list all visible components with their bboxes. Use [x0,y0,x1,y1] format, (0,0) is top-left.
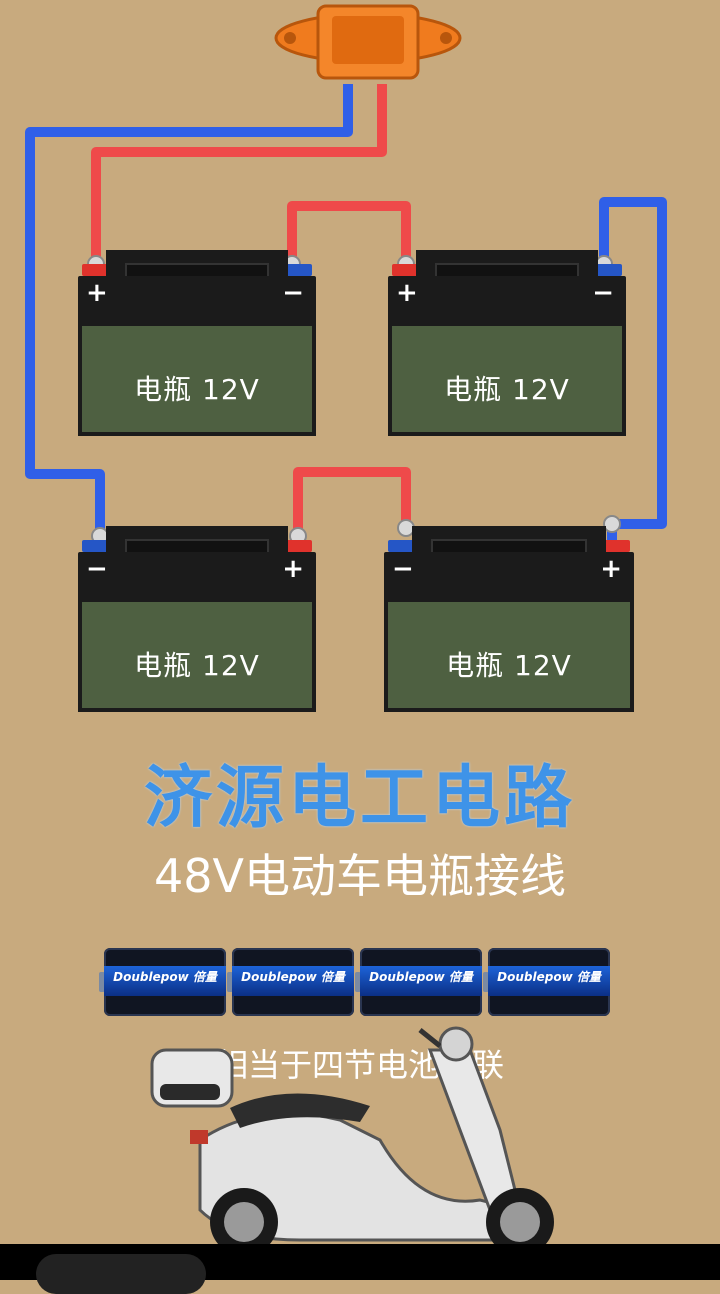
battery-sign-left: − [392,554,414,584]
series-link-top [287,201,411,262]
battery-label: 电瓶 12V [444,373,570,407]
negative-output-wire [25,84,353,532]
cell-battery-icon: Doublepow 倍量 [483,948,610,1016]
battery-top-left: + − 电瓶 12V [78,250,316,436]
battery-bottom-left: − + 电瓶 12V [78,526,316,712]
positive-output-wire [91,84,387,262]
battery-sign-right: + [282,554,304,584]
cell-brand: Doublepow 倍量 [241,970,345,984]
series-link-bottom [293,467,411,540]
battery-sign-right: − [282,278,304,308]
cell-battery-icon: Doublepow 倍量 [355,948,482,1016]
wires-layer [25,4,667,545]
battery-sign-right: + [600,554,622,584]
battery-bottom-right: − + 电瓶 12V [384,526,634,712]
cell-battery-icon: Doublepow 倍量 [227,948,354,1016]
battery-sign-left: + [86,278,108,308]
battery-label: 电瓶 12V [134,649,260,683]
battery-label: 电瓶 12V [134,373,260,407]
battery-top-right: + − 电瓶 12V [388,250,626,436]
electric-scooter-icon [150,1026,554,1256]
cell-brand: Doublepow 倍量 [497,970,601,984]
battery-sign-left: − [86,554,108,584]
battery-sign-left: + [396,278,418,308]
bottom-pill-button[interactable] [36,1254,206,1294]
watermark-title: 济源电工电路 [143,758,576,838]
diagram-subtitle: 48V电动车电瓶接线 [153,849,566,903]
battery-label: 电瓶 12V [446,649,572,683]
battery-sign-right: − [592,278,614,308]
connector-plug-icon [274,4,462,80]
cell-brand: Doublepow 倍量 [113,970,217,984]
cell-brand: Doublepow 倍量 [369,970,473,984]
cell-battery-icon: Doublepow 倍量 [99,948,226,1016]
